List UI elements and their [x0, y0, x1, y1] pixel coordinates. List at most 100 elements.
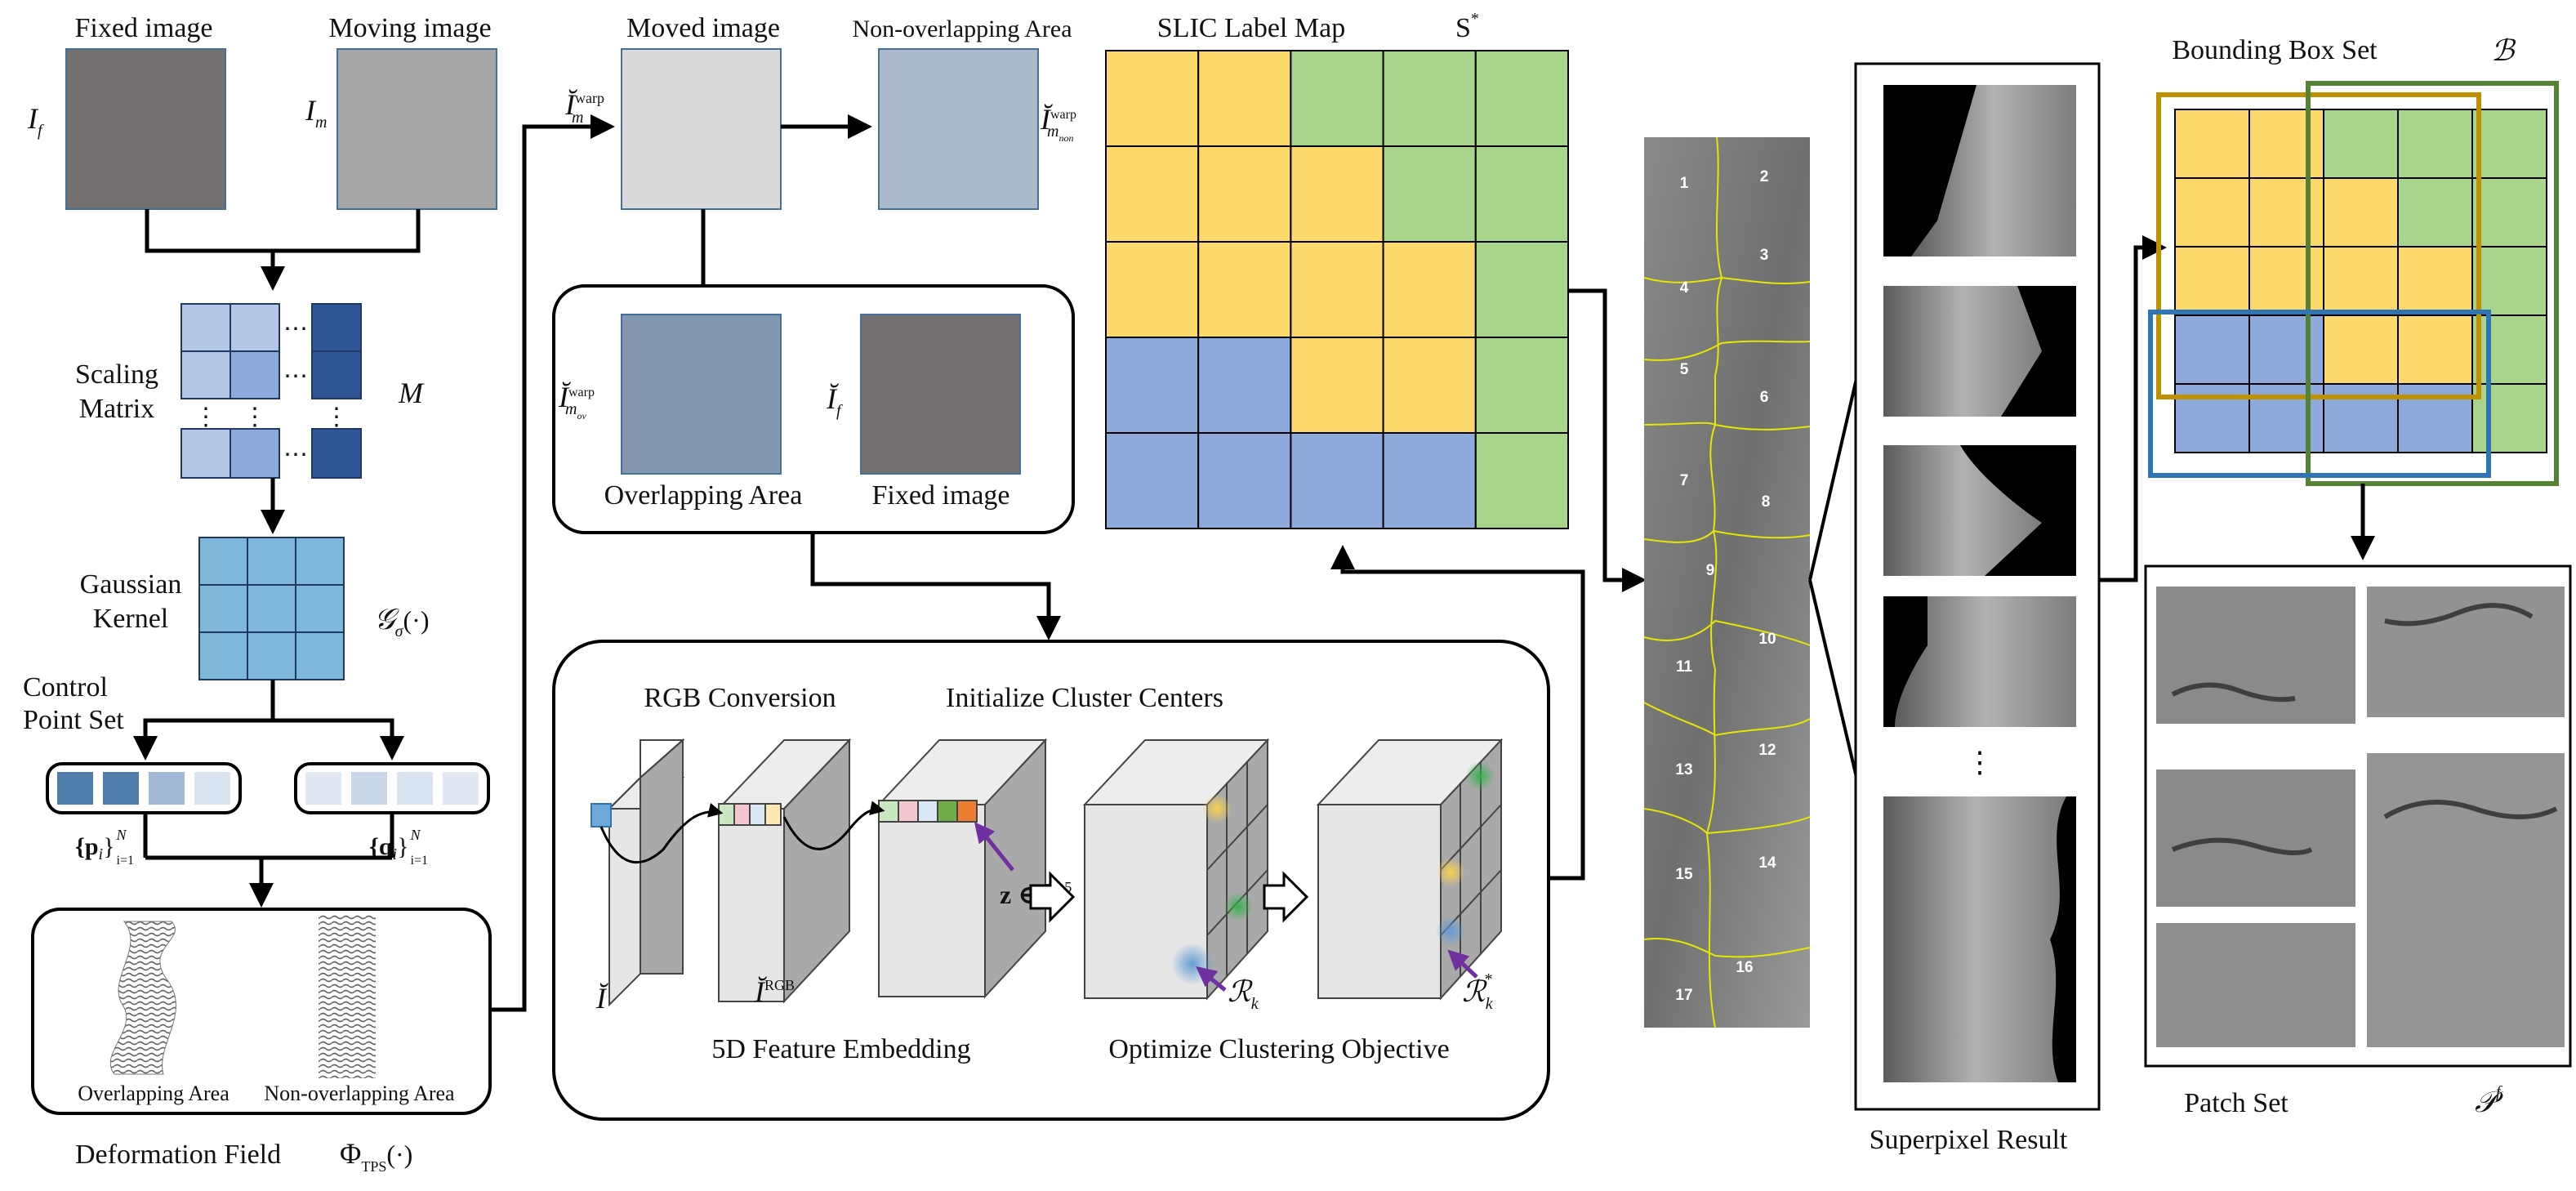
slic-cell — [1382, 145, 1477, 243]
slic-cell — [1474, 432, 1570, 529]
cluster-glow-green — [1223, 892, 1253, 921]
bbox-cell — [2397, 109, 2473, 179]
feature-embedding-label: 5D Feature Embedding — [711, 1034, 970, 1064]
box-to-slic-process-arrow — [810, 533, 1061, 640]
superpixel-number: 15 — [1675, 866, 1693, 883]
cluster-glow-yellow — [1202, 794, 1232, 823]
matrix-dots-1: ⋯ — [283, 315, 308, 342]
points-merge-arrow — [143, 813, 394, 903]
optimize-objective-label: Optimize Clustering Objective — [1108, 1034, 1449, 1064]
bbox-cell — [2397, 314, 2473, 385]
bbox-cell — [2471, 314, 2547, 385]
slic-cell — [1382, 337, 1477, 434]
matrix-dots-2: ⋯ — [283, 363, 308, 390]
gaussian-kernel — [198, 537, 345, 680]
merge-arrow — [145, 209, 421, 286]
z-pointer — [974, 822, 1014, 872]
deformation-field-label: Deformation Field — [75, 1140, 281, 1170]
bbox-cell — [2323, 177, 2399, 248]
superpixel-number: 12 — [1758, 742, 1776, 759]
patch-2 — [2367, 587, 2565, 717]
zoom-bracket-lines — [1808, 371, 1860, 785]
bbox-cell — [2323, 109, 2399, 179]
bbox-grid — [2174, 109, 2547, 453]
s-star-label: S* — [1455, 10, 1479, 43]
non-overlapping-title: Non-overlapping Area — [852, 16, 1072, 42]
patch-3 — [2156, 769, 2355, 907]
bbox-cell — [2248, 314, 2324, 385]
slic-cell — [1382, 50, 1477, 147]
patch-1 — [2156, 587, 2355, 724]
slic-cell — [1290, 50, 1384, 147]
overlapping-image — [621, 314, 782, 475]
slic-cell — [1290, 337, 1384, 434]
slic-cell — [1382, 241, 1477, 338]
bbox-cell — [2248, 109, 2324, 179]
phi-symbol: ΦTPS(·) — [340, 1137, 412, 1175]
scaling-matrix — [180, 303, 362, 479]
moved-image — [621, 48, 782, 210]
slic-cell — [1474, 145, 1570, 243]
nonoverlap-deformation — [319, 915, 376, 1078]
slic-label-map — [1105, 50, 1570, 529]
slic-cell — [1382, 432, 1477, 529]
patch-4 — [2367, 753, 2565, 1047]
superpixel-number: 7 — [1680, 472, 1689, 489]
i-m-symbol: Im — [305, 94, 327, 132]
slic-label-map-title: SLIC Label Map — [1157, 13, 1345, 43]
bbox-cell — [2248, 383, 2324, 453]
superpixel-number: 17 — [1675, 987, 1692, 1004]
superpixel-number: 8 — [1762, 493, 1771, 511]
input-image-cube — [591, 738, 685, 1007]
sp-crop-2-texture — [1883, 286, 2042, 417]
i-f-symbol: If — [27, 102, 44, 140]
superpixel-number: 10 — [1758, 631, 1776, 648]
cluster-glow-blue — [1171, 943, 1214, 985]
i-symbol-cube: Ĭ — [595, 982, 608, 1015]
bbox-cell — [2471, 109, 2547, 179]
init-centers-label: Initialize Cluster Centers — [946, 683, 1223, 713]
rgb-cube — [716, 738, 852, 1004]
superpixel-number: 13 — [1675, 761, 1692, 778]
opt-glow-blue — [1436, 917, 1465, 946]
moving-image — [336, 48, 497, 210]
bbox-cell — [2174, 177, 2250, 248]
bbox-green — [2306, 81, 2559, 486]
fixed-image-label: Fixed image — [871, 480, 1009, 511]
slic-cell — [1474, 337, 1570, 434]
overlapping-area-label: Overlapping Area — [604, 480, 803, 511]
bbox-cell — [2174, 246, 2250, 316]
bbox-cell — [2397, 246, 2473, 316]
superpixel-number: 4 — [1680, 279, 1689, 297]
sp-crop-3-texture — [1883, 445, 2042, 576]
superpixel-boundaries — [1643, 136, 1811, 1028]
moved-image-title: Moved image — [626, 13, 780, 43]
matrix-vdots-2: ⋮ — [243, 404, 267, 430]
slic-cell — [1290, 241, 1384, 338]
slic-cell — [1197, 337, 1292, 434]
slic-cell — [1105, 432, 1200, 529]
slic-cell — [1197, 145, 1292, 243]
slic-cell — [1290, 432, 1384, 529]
slic-cell — [1105, 145, 1200, 243]
patch-set-label: Patch Set — [2184, 1088, 2289, 1118]
slic-cell — [1474, 50, 1570, 147]
superpixel-number: 16 — [1736, 959, 1753, 976]
vdots-results: ⋮ — [1965, 746, 1994, 778]
overlap-deformation — [109, 921, 176, 1075]
embedding-arrow — [782, 801, 885, 850]
m-symbol: M — [398, 377, 425, 409]
nonoverlap-small-label: Non-overlapping Area — [264, 1082, 455, 1105]
bbox-blue — [2148, 310, 2491, 478]
superpixel-number: 5 — [1680, 361, 1689, 378]
matrix-vdots-1: ⋮ — [194, 404, 218, 430]
slic-cell — [1105, 241, 1200, 338]
fixed-image-title: Fixed image — [74, 13, 212, 43]
bbox-cell — [2397, 177, 2473, 248]
